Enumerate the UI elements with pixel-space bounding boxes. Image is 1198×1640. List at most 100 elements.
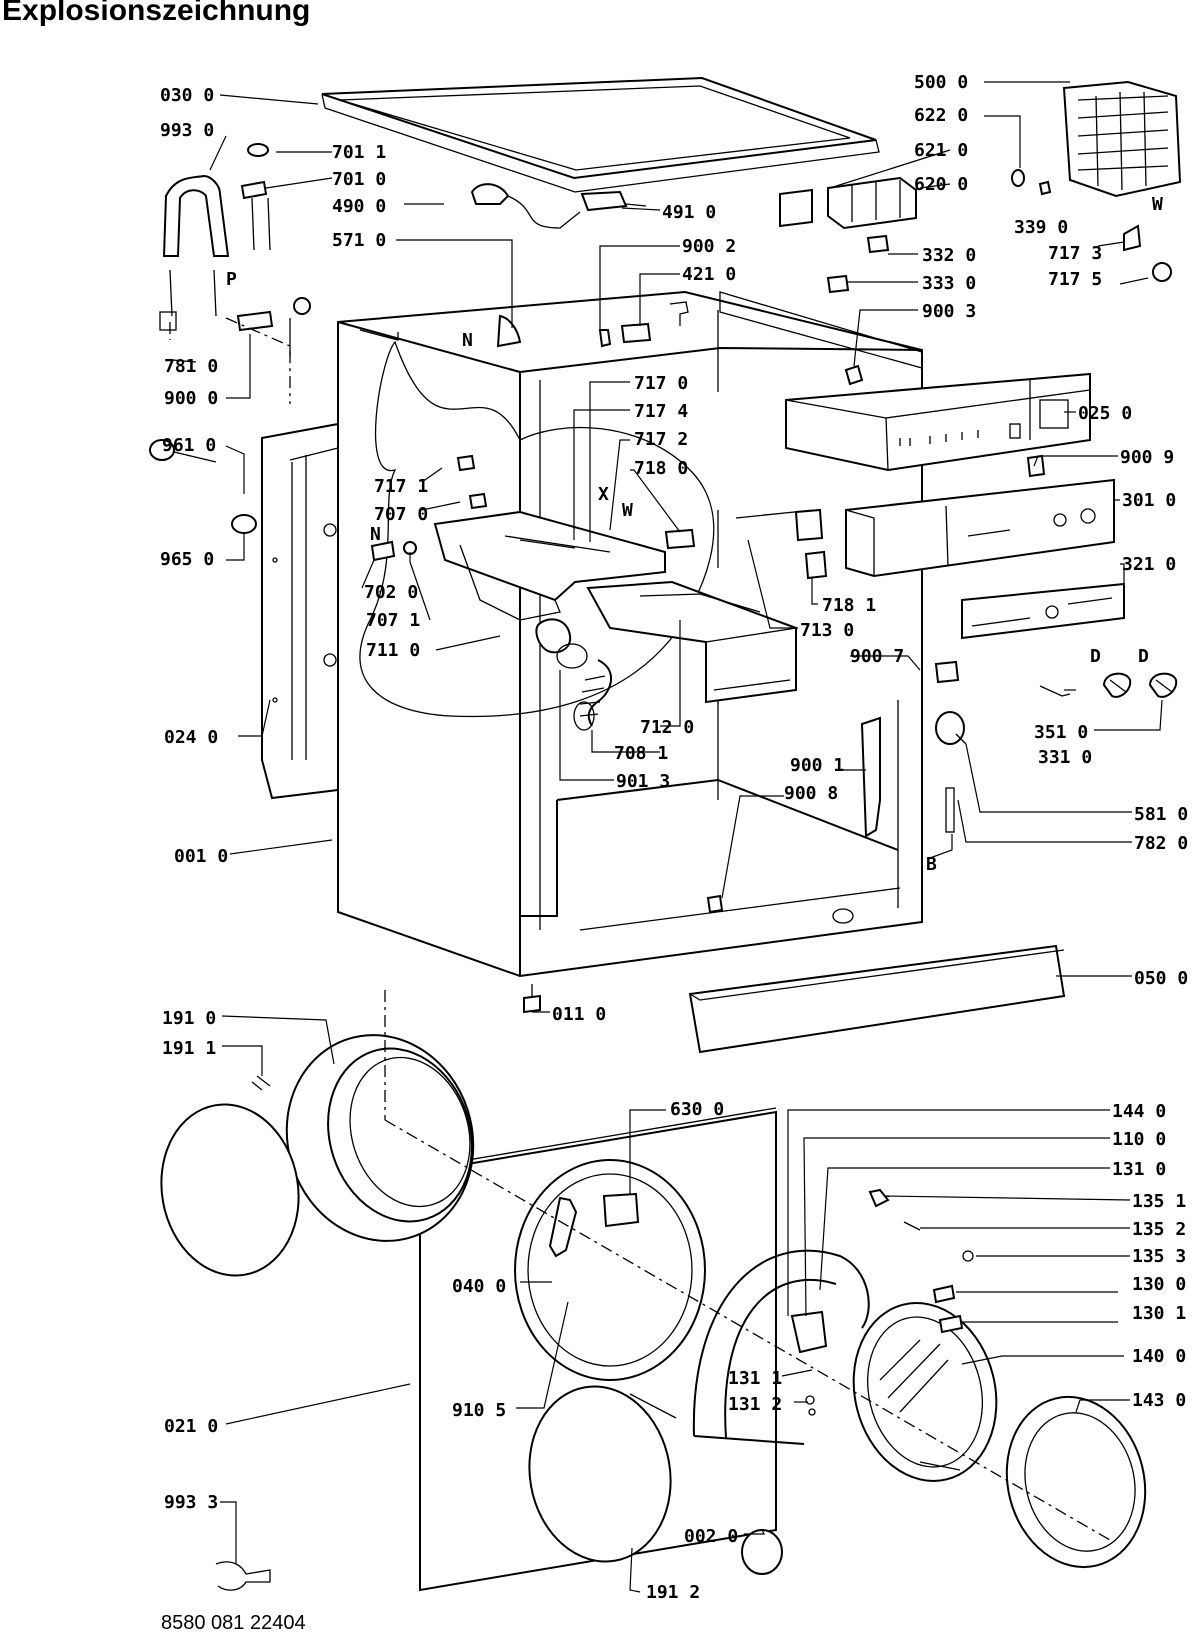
part-label: 782 0: [1134, 833, 1188, 854]
reference-marker: D: [1138, 646, 1149, 667]
part-label: 421 0: [682, 264, 736, 285]
small-parts: [149, 143, 1172, 1591]
reference-marker: X: [598, 484, 609, 505]
part-label: 711 0: [366, 640, 420, 661]
front-fascia: [845, 478, 1115, 578]
part-label: 717 4: [634, 401, 688, 422]
part-label: 144 0: [1112, 1101, 1166, 1122]
part-label: 333 0: [922, 273, 976, 294]
part-label: 620 0: [914, 174, 968, 195]
part-label: 900 0: [164, 388, 218, 409]
part-label: 500 0: [914, 72, 968, 93]
part-label: 040 0: [452, 1276, 506, 1297]
part-label: 630 0: [670, 1099, 724, 1120]
pressure-switch: [935, 711, 967, 833]
part-label: 900 2: [682, 236, 736, 257]
part-label: 718 0: [634, 458, 688, 479]
part-label: 707 0: [374, 504, 428, 525]
part-label: 050 0: [1134, 968, 1188, 989]
part-label: 701 0: [332, 169, 386, 190]
part-label: 301 0: [1122, 490, 1176, 511]
part-label: 781 0: [164, 356, 218, 377]
part-label: 131 2: [728, 1394, 782, 1415]
part-label: 901 3: [616, 771, 670, 792]
reference-marker: D: [1090, 646, 1101, 667]
part-label: 717 3: [1048, 243, 1102, 264]
part-label: 712 0: [640, 717, 694, 738]
part-label: 717 0: [634, 373, 688, 394]
part-label: 900 9: [1120, 447, 1174, 468]
part-label: 571 0: [332, 230, 386, 251]
part-label: 900 8: [784, 783, 838, 804]
reference-marker: P: [226, 269, 237, 290]
front-door-panel: [419, 1107, 777, 1592]
door-seal: [160, 1034, 672, 1563]
reference-marker: W: [622, 500, 633, 521]
part-label: 130 0: [1132, 1274, 1186, 1295]
bracket: [860, 716, 881, 838]
page-title: Explosionszeichnung: [2, 0, 311, 27]
part-label: 339 0: [1014, 217, 1068, 238]
hose: [535, 618, 612, 731]
door-assembly: [692, 1249, 1147, 1575]
detergent-dispenser: [433, 510, 797, 704]
part-label: 713 0: [800, 620, 854, 641]
part-label: 030 0: [160, 85, 214, 106]
part-label: 331 0: [1038, 747, 1092, 768]
document-number: 8580 081 22404: [161, 1612, 306, 1634]
top-cover: [321, 76, 880, 193]
part-label: 910 5: [452, 1400, 506, 1421]
part-label: 191 0: [162, 1008, 216, 1029]
part-label: 351 0: [1034, 722, 1088, 743]
part-label: 191 1: [162, 1038, 216, 1059]
part-label: 707 1: [366, 610, 420, 631]
part-label: 011 0: [552, 1004, 606, 1025]
part-label: 332 0: [922, 245, 976, 266]
relays: [779, 176, 917, 230]
part-label: 135 2: [1132, 1219, 1186, 1240]
part-label: 025 0: [1078, 403, 1132, 424]
part-label: 110 0: [1112, 1129, 1166, 1150]
reference-marker: B: [926, 854, 937, 875]
part-label: 622 0: [914, 105, 968, 126]
axis-lines: [169, 317, 1111, 1541]
part-label: 191 2: [646, 1582, 700, 1603]
part-label: 021 0: [164, 1416, 218, 1437]
knobs: [1039, 672, 1178, 698]
part-label: 965 0: [160, 549, 214, 570]
part-label: 717 1: [374, 476, 428, 497]
part-label: 717 5: [1048, 269, 1102, 290]
back-panel: [261, 422, 339, 800]
part-label: 581 0: [1134, 804, 1188, 825]
part-label: 135 3: [1132, 1246, 1186, 1267]
part-label: 993 3: [164, 1492, 218, 1513]
cabinet: [337, 290, 923, 978]
part-label: 143 0: [1132, 1390, 1186, 1411]
panel-label: [961, 582, 1125, 640]
part-label: 131 0: [1112, 1159, 1166, 1180]
part-label: 708 1: [614, 743, 668, 764]
part-label: 900 3: [922, 301, 976, 322]
part-label: 993 0: [160, 120, 214, 141]
leader-lines: [171, 81, 1163, 1593]
part-label: 002 0: [684, 1526, 738, 1547]
reference-marker: N: [370, 524, 381, 545]
part-label: 621 0: [914, 140, 968, 161]
part-label: 701 1: [332, 142, 386, 163]
reference-marker: N: [462, 330, 473, 351]
part-label: 702 0: [364, 582, 418, 603]
control-panel: [785, 372, 1091, 472]
part-label: 001 0: [174, 846, 228, 867]
part-label: 490 0: [332, 196, 386, 217]
kick-plate: [688, 944, 1066, 1054]
reference-marker: W: [1152, 194, 1163, 215]
part-label: 491 0: [662, 202, 716, 223]
part-label: 961 0: [162, 435, 216, 456]
part-label: 321 0: [1122, 554, 1176, 575]
part-label: 131 1: [728, 1368, 782, 1389]
part-label: 717 2: [634, 429, 688, 450]
part-label: 718 1: [822, 595, 876, 616]
part-label: 900 7: [850, 646, 904, 667]
